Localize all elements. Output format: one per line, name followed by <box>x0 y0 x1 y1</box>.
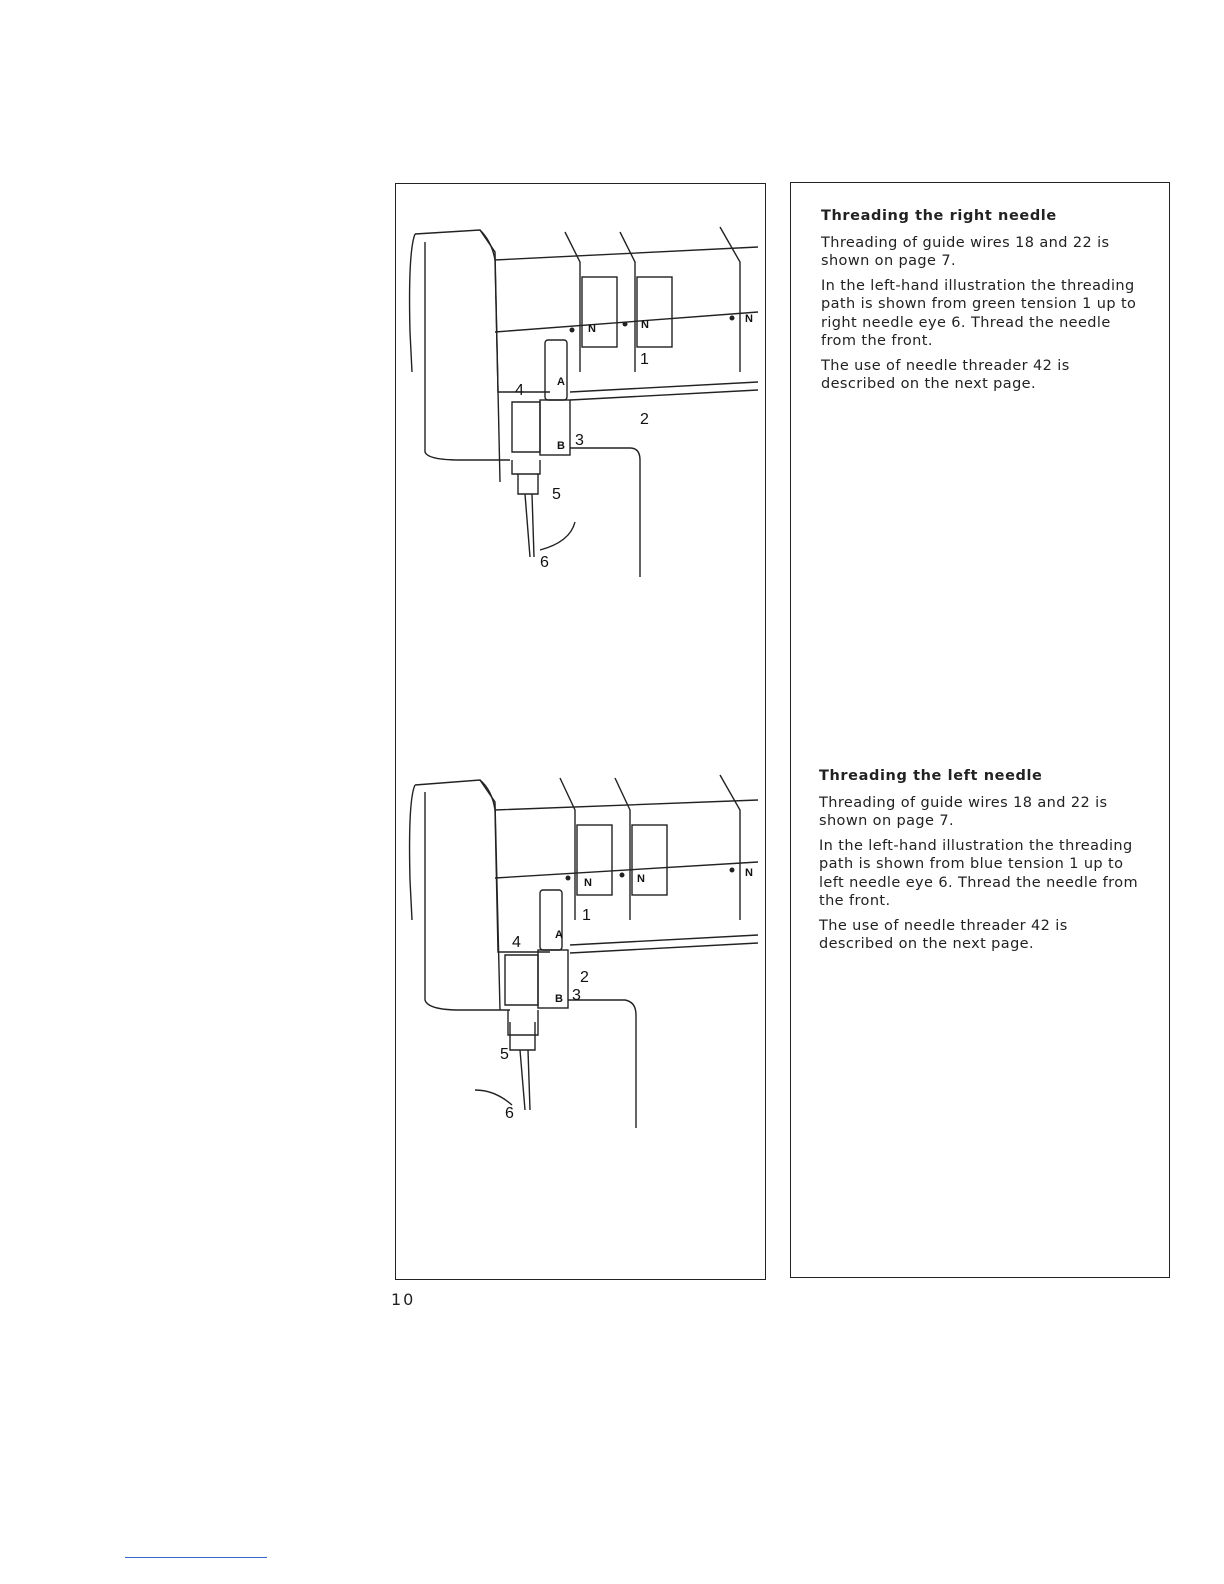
footer-rule <box>125 1557 267 1558</box>
instructions-panel: Threading the right needle Threading of … <box>790 182 1170 1278</box>
page-number: 10 <box>391 1290 416 1309</box>
svg-text:5: 5 <box>552 486 561 503</box>
svg-text:4: 4 <box>512 934 521 951</box>
svg-text:N: N <box>641 319 649 331</box>
paragraph: The use of needle threader 42 is describ… <box>821 357 1070 393</box>
svg-text:N: N <box>588 323 596 335</box>
svg-text:A: A <box>555 929 563 941</box>
svg-text:A: A <box>557 376 565 388</box>
svg-text:3: 3 <box>575 432 584 449</box>
illustration-panel <box>395 183 766 1280</box>
svg-text:3: 3 <box>572 987 581 1004</box>
svg-text:N: N <box>637 873 645 885</box>
paragraph: The use of needle threader 42 is describ… <box>819 917 1068 953</box>
left-needle-section: Threading the left needle Threading of g… <box>819 767 1144 960</box>
paragraph: Threading of guide wires 18 and 22 is sh… <box>821 234 1110 270</box>
paragraph: In the left-hand illustration the thread… <box>819 837 1139 910</box>
svg-text:B: B <box>555 993 563 1005</box>
section-title: Threading the left needle <box>819 768 1043 784</box>
svg-text:1: 1 <box>582 907 591 924</box>
svg-text:5: 5 <box>500 1046 509 1063</box>
svg-text:1: 1 <box>640 351 649 368</box>
right-needle-threading-illustration: 1 2 3 4 5 6 A B N N N <box>408 226 759 577</box>
svg-text:N: N <box>584 877 592 889</box>
svg-text:6: 6 <box>505 1105 514 1122</box>
svg-text:B: B <box>557 440 565 452</box>
svg-text:N: N <box>745 867 753 879</box>
svg-text:2: 2 <box>580 969 589 986</box>
left-needle-threading-illustration: 1 2 3 4 5 6 A B N N N <box>408 774 759 1128</box>
svg-text:2: 2 <box>640 411 649 428</box>
svg-text:6: 6 <box>540 554 549 571</box>
svg-text:4: 4 <box>515 382 524 399</box>
paragraph: Threading of guide wires 18 and 22 is sh… <box>819 794 1108 830</box>
section-title: Threading the right needle <box>821 208 1057 224</box>
svg-text:N: N <box>745 313 753 325</box>
right-needle-section: Threading the right needle Threading of … <box>821 207 1146 400</box>
paragraph: In the left-hand illustration the thread… <box>821 277 1137 350</box>
